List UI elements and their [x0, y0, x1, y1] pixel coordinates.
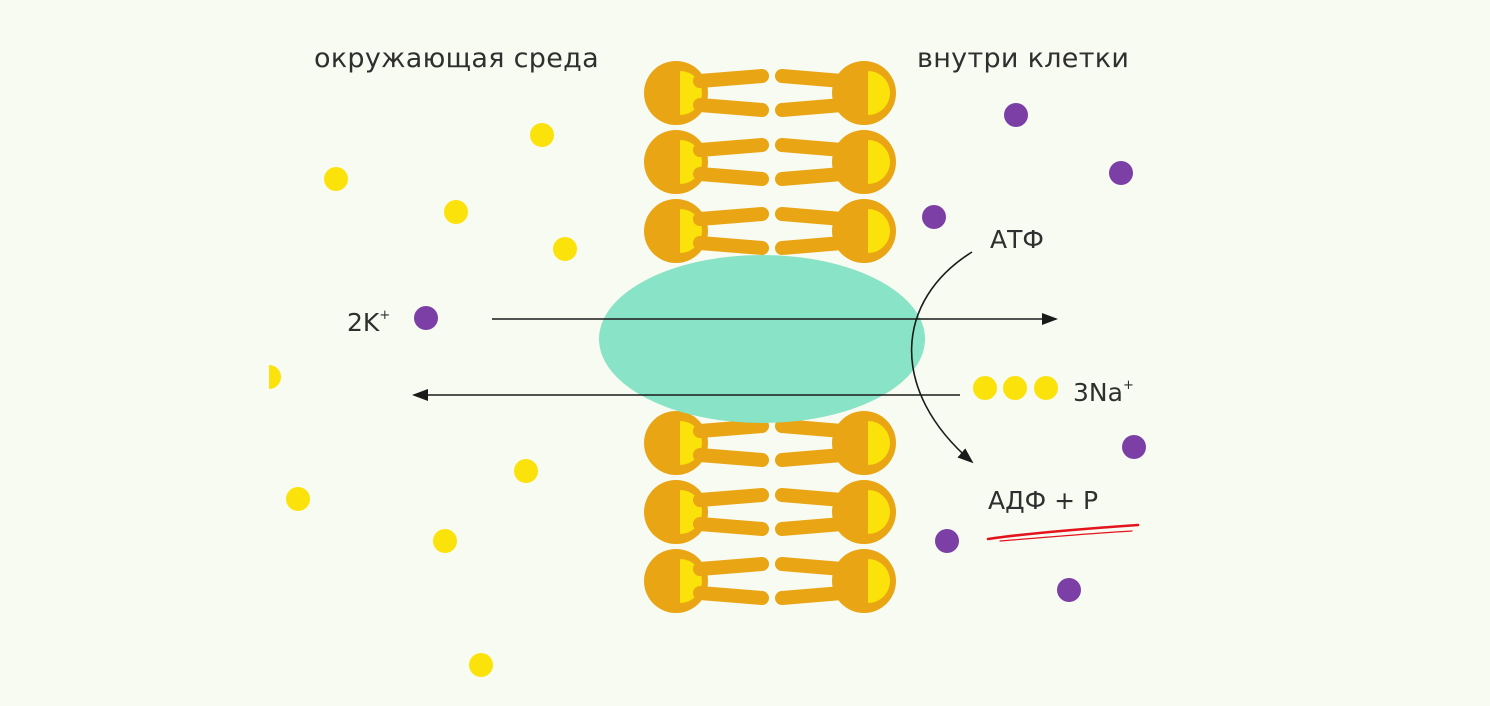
sodium-formula: 3Na: [1073, 378, 1123, 407]
protein-channel-icon: [599, 255, 925, 423]
potassium-ion-icon: [1109, 161, 1133, 185]
sodium-ion-icon: [433, 529, 457, 553]
sodium-ions-outside: [269, 123, 577, 677]
potassium-ion-icon: [1122, 435, 1146, 459]
sodium-ion-icon: [324, 167, 348, 191]
adp-label: АДФ + P: [988, 486, 1099, 515]
potassium-formula: 2K: [347, 308, 380, 337]
phospholipid-icon: [644, 199, 896, 263]
sodium-ion-icon: [553, 237, 577, 261]
sodium-ion-icon: [530, 123, 554, 147]
adp-underline: [999, 530, 1133, 542]
potassium-ion-icon: [922, 205, 946, 229]
sodium-ion-icon: [1034, 376, 1058, 400]
inside-cell-label: внутри клетки: [917, 43, 1130, 74]
sodium-ion-icon: [514, 459, 538, 483]
sodium-ion-icon: [286, 487, 310, 511]
potassium-ion-icon: [1057, 578, 1081, 602]
atp-label: АТФ: [990, 225, 1044, 254]
phospholipid-icon: [644, 480, 896, 544]
potassium-label: 2K+: [347, 308, 391, 337]
sodium-ion-icon: [269, 365, 281, 389]
membrane-bottom: [644, 411, 896, 613]
outside-environment-label: окружающая среда: [314, 43, 599, 74]
sodium-label: 3Na+: [1073, 378, 1134, 407]
atp-hydrolysis-arrow: [910, 251, 974, 464]
phospholipid-icon: [644, 130, 896, 194]
potassium-ion-icon: [1004, 103, 1028, 127]
sodium-ion-icon: [1003, 376, 1027, 400]
sodium-ion-icon: [444, 200, 468, 224]
potassium-ion-icon: [935, 529, 959, 553]
sodium-charge: +: [1122, 378, 1134, 393]
phospholipid-icon: [644, 61, 896, 125]
potassium-ion-icon: [414, 306, 438, 330]
sodium-ion-group: [973, 376, 1058, 400]
potassium-ions-inside: [922, 103, 1146, 602]
adp-underline: [986, 523, 1140, 541]
sodium-ion-icon: [973, 376, 997, 400]
phospholipid-icon: [644, 549, 896, 613]
potassium-charge: +: [379, 308, 391, 323]
membrane-top: [644, 61, 896, 263]
sodium-ion-icon: [469, 653, 493, 677]
